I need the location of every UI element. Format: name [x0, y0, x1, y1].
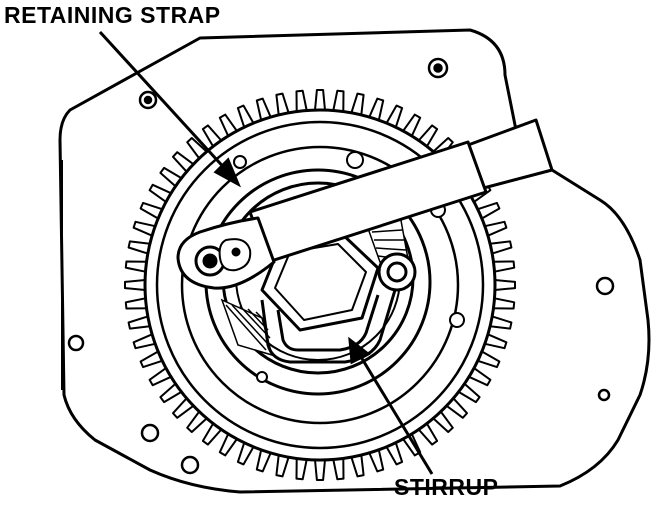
retaining-strap-arrowhead: [213, 157, 242, 188]
callout-arrows: [98, 30, 434, 475]
gear-tooth: [314, 458, 326, 481]
stirrup-arrow-line: [356, 351, 434, 475]
gear-tooth: [124, 260, 148, 273]
gear-tooth: [295, 457, 308, 481]
flywheel-outer-ring: [155, 120, 485, 450]
retaining-strap-label: RETAINING STRAP: [4, 2, 221, 28]
breaker-bar: [176, 118, 554, 290]
flywheel-mid-ring: [180, 145, 460, 425]
stirrup: [260, 289, 397, 364]
gear-tooth: [124, 279, 147, 291]
gear-tooth: [493, 279, 516, 291]
hub-bolt: [377, 252, 417, 292]
gear-tooth: [314, 89, 326, 112]
gear-tooth: [124, 297, 148, 310]
ring-gear-inner-edge: [143, 108, 497, 462]
housing-bolt-holes: [67, 57, 615, 475]
gear-tooth: [492, 260, 516, 273]
stirrup-arrowhead: [348, 336, 371, 365]
gear-tooth: [295, 89, 308, 113]
stirrup-label: STIRRUP: [394, 474, 499, 500]
gear-tooth: [332, 89, 345, 113]
gear-tooth: [332, 457, 345, 481]
retaining-strap-arrow-line: [98, 30, 230, 174]
gear-tooth: [492, 297, 516, 310]
